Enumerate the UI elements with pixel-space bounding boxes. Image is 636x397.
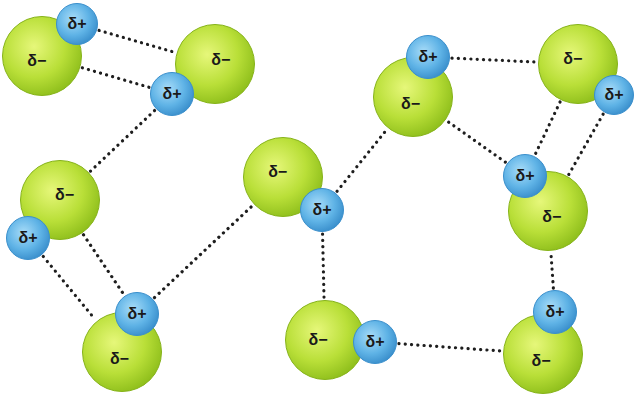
dipole-attraction	[43, 257, 95, 320]
partial-charge-label: δ+	[127, 306, 146, 322]
dipole-attraction	[447, 121, 505, 162]
partial-charge-label: δ+	[604, 87, 623, 103]
dipole-attraction	[82, 68, 149, 87]
negative-atom	[3, 17, 82, 96]
dipole-attraction	[551, 253, 553, 288]
positive-pole: δ+	[533, 290, 577, 334]
label-holder: δ−	[27, 52, 46, 70]
label-holder: δ+	[365, 333, 384, 351]
partial-charge-label: δ+	[515, 168, 534, 184]
positive-atom	[151, 73, 194, 116]
positive-pole: δ+	[406, 35, 450, 79]
dipole-attraction	[91, 110, 155, 171]
dipole-attraction	[569, 114, 603, 174]
positive-atom	[57, 4, 98, 45]
positive-pole: δ+	[300, 188, 344, 232]
negative-atom	[374, 58, 453, 137]
dipole-attraction	[84, 235, 124, 294]
label-holder: δ−	[308, 331, 327, 349]
label-holder: δ−	[55, 186, 74, 204]
positive-atom	[534, 291, 577, 334]
negative-pole: δ−	[285, 300, 365, 380]
partial-charge-label: δ−	[55, 187, 74, 203]
label-holder: δ+	[127, 305, 146, 323]
dipole-attraction	[99, 30, 175, 52]
label-holder: δ+	[67, 15, 86, 33]
positive-pole: δ+	[594, 75, 634, 115]
partial-charge-label: δ+	[18, 230, 37, 246]
partial-charge-label: δ+	[418, 49, 437, 65]
positive-pole: δ+	[6, 216, 50, 260]
partial-charge-label: δ+	[312, 202, 331, 218]
partial-charge-label: δ−	[532, 353, 551, 369]
partial-charge-label: δ+	[162, 86, 181, 102]
positive-atom	[7, 217, 50, 260]
label-holder: δ−	[401, 95, 420, 113]
label-holder: δ+	[312, 201, 331, 219]
label-holder: δ−	[110, 350, 129, 368]
partial-charge-label: δ−	[211, 52, 230, 68]
positive-atom	[301, 189, 344, 232]
negative-atom	[286, 301, 365, 380]
positive-pole: δ+	[115, 292, 159, 336]
partial-charge-label: δ−	[542, 209, 561, 225]
partial-charge-label: δ−	[110, 351, 129, 367]
partial-charge-label: δ+	[545, 304, 564, 320]
positive-pole: δ+	[503, 154, 547, 198]
dipole-attraction	[535, 102, 560, 154]
positive-pole: δ+	[150, 72, 194, 116]
positive-pole: δ+	[353, 320, 397, 364]
dipole-attraction	[399, 344, 501, 351]
partial-charge-label: δ−	[563, 51, 582, 67]
positive-atom	[354, 321, 397, 364]
partial-charge-label: δ−	[308, 332, 327, 348]
positive-atom	[116, 293, 159, 336]
label-holder: δ+	[604, 86, 623, 104]
label-holder: δ+	[515, 167, 534, 185]
dipole-attraction	[452, 58, 536, 62]
dipole-attraction	[337, 130, 387, 192]
label-holder: δ+	[162, 85, 181, 103]
partial-charge-label: δ−	[268, 164, 287, 180]
label-holder: δ+	[545, 303, 564, 321]
negative-atom	[504, 315, 583, 394]
partial-charge-label: δ−	[401, 96, 420, 112]
label-holder: δ−	[542, 208, 561, 226]
negative-atom	[83, 313, 162, 392]
positive-atom	[504, 155, 547, 198]
label-holder: δ−	[563, 50, 582, 68]
dipole-attraction	[323, 234, 324, 298]
positive-atom	[595, 76, 634, 115]
label-holder: δ+	[418, 48, 437, 66]
positive-pole: δ+	[56, 3, 98, 45]
label-holder: δ+	[18, 229, 37, 247]
label-holder: δ−	[532, 352, 551, 370]
negative-atom	[509, 172, 588, 251]
label-holder: δ−	[268, 163, 287, 181]
partial-charge-label: δ−	[27, 53, 46, 69]
positive-atom	[407, 36, 450, 79]
partial-charge-label: δ+	[365, 334, 384, 350]
dipole-attraction	[155, 206, 253, 298]
label-holder: δ−	[211, 51, 230, 69]
partial-charge-label: δ+	[67, 16, 86, 32]
